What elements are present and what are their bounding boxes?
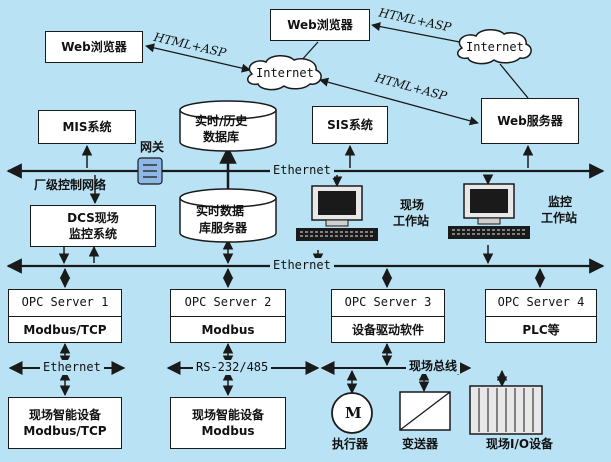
- transmitter-label: 变送器: [402, 437, 439, 451]
- smart-device-2-line2: Modbus: [201, 424, 255, 438]
- smart-device-1-line1: 现场智能设备: [28, 407, 101, 422]
- ethernet-top-label: Ethernet: [270, 163, 334, 178]
- mis-box: MIS系统: [38, 110, 136, 144]
- realtime-db-server-line1: 实时数据: [196, 204, 245, 218]
- opc2-box: OPC Server 2 Modbus: [170, 289, 286, 343]
- motor-icon: [331, 392, 373, 434]
- field-io-label: 现场I/O设备: [486, 437, 554, 451]
- opc1-title: OPC Server 1: [9, 289, 121, 317]
- opc1-sub: Modbus/TCP: [23, 322, 107, 337]
- motor-symbol: M: [345, 404, 362, 422]
- opc1-box: OPC Server 1 Modbus/TCP: [8, 289, 122, 343]
- link-internet-right-webserver: [499, 63, 529, 99]
- internet-cloud-right-shape: [457, 29, 532, 65]
- realtime-history-db-line2: 数据库: [203, 130, 240, 144]
- realtime-history-db-line1: 实时/历史: [195, 114, 248, 128]
- gateway-icon: [137, 157, 163, 185]
- fieldbus-label: 现场总线: [406, 359, 461, 374]
- opc4-title: OPC Server 4: [486, 289, 596, 317]
- field-io-rack-icon: [469, 385, 543, 435]
- dcs-line2: 监控系统: [68, 227, 117, 241]
- internet-center-label: Internet: [256, 66, 314, 80]
- arrow-internet-webserver: [319, 77, 479, 126]
- smart-device-1-line2: Modbus/TCP: [23, 424, 107, 438]
- realtime-db-server-icon: [179, 188, 277, 243]
- dcs-box: DCS现场 监控系统: [30, 205, 156, 247]
- ethernet-bottom-label: Ethernet: [40, 360, 104, 375]
- opc3-sub: 设备驱动软件: [351, 322, 424, 337]
- field-workstation-line2: 工作站: [393, 214, 430, 228]
- gateway-label: 网关: [140, 140, 165, 154]
- rs232-label: RS-232/485: [193, 360, 272, 375]
- ethernet-mid-label: Ethernet: [270, 258, 334, 273]
- actuator-label: 执行器: [332, 437, 369, 451]
- web-server-box: Web服务器: [481, 98, 579, 144]
- opc2-sub: Modbus: [201, 322, 255, 337]
- field-workstation-line1: 现场: [400, 198, 425, 212]
- opc4-box: OPC Server 4 PLC等: [485, 289, 597, 343]
- smart-device-2-box: 现场智能设备 Modbus: [170, 397, 286, 449]
- monitor-workstation-line2: 工作站: [541, 211, 578, 225]
- opc3-box: OPC Server 3 设备驱动软件: [331, 289, 445, 343]
- arrow-browser-left-internet: [145, 43, 251, 73]
- opc3-title: OPC Server 3: [332, 289, 444, 317]
- smart-device-2-line1: 现场智能设备: [191, 407, 264, 422]
- arrow-browser-right-internet: [371, 22, 471, 47]
- internet-right-label: Internet: [466, 40, 524, 54]
- web-browser-right-box: Web浏览器: [270, 9, 370, 41]
- realtime-db-server-line2: 库服务器: [199, 221, 248, 235]
- dcs-line1: DCS现场: [67, 210, 119, 225]
- plant-network-label: 厂级控制网络: [34, 178, 107, 192]
- field-workstation-computer-icon: [296, 185, 378, 241]
- monitor-workstation-line1: 监控: [548, 195, 573, 209]
- opc2-title: OPC Server 2: [171, 289, 285, 317]
- smart-device-1-box: 现场智能设备 Modbus/TCP: [8, 397, 122, 449]
- realtime-history-db-icon: [179, 100, 277, 152]
- web-browser-left-box: Web浏览器: [45, 31, 143, 63]
- transmitter-icon: [399, 391, 451, 431]
- sis-box: SIS系统: [312, 106, 388, 144]
- monitor-workstation-computer-icon: [448, 183, 530, 239]
- internet-cloud-center-shape: [247, 55, 322, 91]
- opc4-sub: PLC等: [522, 322, 560, 337]
